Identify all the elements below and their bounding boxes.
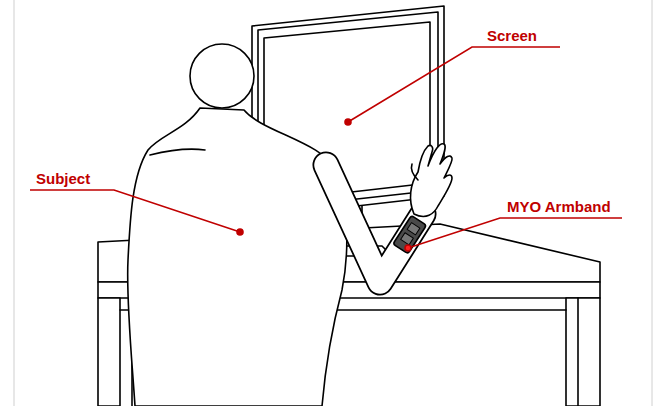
leader-lines bbox=[30, 47, 622, 251]
part-label: MYO Armband bbox=[507, 198, 611, 216]
myo-armband bbox=[393, 215, 427, 253]
frame bbox=[14, 0, 652, 406]
part-label: Screen bbox=[487, 27, 537, 45]
part-label: Subject bbox=[36, 170, 90, 188]
subject-figure bbox=[128, 44, 453, 406]
